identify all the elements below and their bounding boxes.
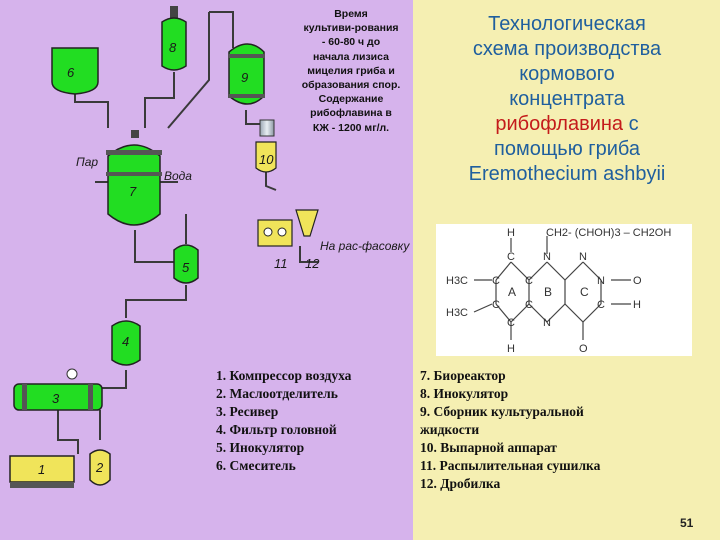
- svg-text:O: O: [633, 275, 642, 287]
- pipes: [57, 11, 318, 454]
- svg-text:N: N: [543, 317, 551, 329]
- unit-2-label: 2: [95, 460, 104, 475]
- unit-6-label: 6: [67, 65, 75, 80]
- unit-8-label: 8: [169, 40, 177, 55]
- vessel-inoculator-5: 5: [173, 244, 199, 284]
- legend-item: 8. Инокулятор: [420, 386, 509, 401]
- riboflavin-structural-formula: CH2- (CHOH)3 – CH2OH H C C C C C C C N N…: [436, 224, 692, 356]
- svg-text:H: H: [633, 299, 641, 311]
- svg-text:C: C: [492, 299, 500, 311]
- unit-1-label: 1: [38, 462, 45, 477]
- vessel-bioreactor-7: 7: [106, 130, 162, 226]
- unit-11-label: 11: [274, 256, 288, 271]
- legend-item: 6. Смеситель: [216, 458, 296, 473]
- legend-item: 7. Биореактор: [420, 368, 506, 383]
- legend-item: жидкости: [420, 422, 480, 437]
- svg-text:C: C: [580, 285, 589, 299]
- svg-text:C: C: [492, 275, 500, 287]
- vessel-filter-4: 4: [111, 320, 141, 366]
- unit-10-label: 10: [259, 152, 274, 167]
- slide-title: Технологическая схема производства кормо…: [468, 13, 666, 185]
- svg-text:C: C: [597, 299, 605, 311]
- vessel-collector-9: 9: [228, 43, 265, 105]
- title-accent: рибофлавина: [495, 113, 624, 135]
- svg-text:N: N: [579, 251, 587, 263]
- legend-item: 12. Дробилка: [420, 476, 501, 491]
- unit-5-label: 5: [182, 260, 190, 275]
- legend-item: 10. Выпарной аппарат: [420, 440, 557, 455]
- svg-text:O: O: [579, 343, 588, 355]
- svg-text:N: N: [543, 251, 551, 263]
- unit-9-label: 9: [241, 70, 248, 85]
- svg-text:C: C: [507, 317, 515, 329]
- legend-item: 1. Компрессор воздуха: [216, 368, 352, 383]
- vessel-mixer-6: 6: [51, 47, 99, 95]
- legend-item: 5. Инокулятор: [216, 440, 305, 455]
- unit-3-label: 3: [52, 391, 60, 406]
- svg-text:H3C: H3C: [446, 307, 468, 319]
- svg-text:C: C: [507, 251, 515, 263]
- legend-item: 11. Распылительная сушилка: [420, 458, 601, 473]
- compressor-1-and-separator-2: 1 2: [9, 449, 111, 488]
- unit-7-label: 7: [129, 184, 137, 199]
- cultivation-note: Время культиви-рования - 60-80 ч до нача…: [301, 8, 401, 134]
- dryer-11-and-crusher-12: 11 12: [257, 209, 320, 271]
- unit-4-label: 4: [122, 334, 129, 349]
- receiver-3: 3: [13, 368, 103, 411]
- svg-text:H: H: [507, 343, 515, 355]
- page-number: 51: [680, 516, 694, 530]
- water-label: Вода: [164, 169, 192, 183]
- legend-item: 9. Сборник культуральной: [420, 404, 584, 419]
- legend-left: 1. Компрессор воздуха 2. Маслоотделитель…: [216, 367, 351, 475]
- legend-item: 2. Маслоотделитель: [216, 386, 338, 401]
- formula-substituent: CH2- (CHOH)3 – CH2OH: [546, 227, 671, 239]
- svg-text:H3C: H3C: [446, 275, 468, 287]
- legend-item: 4. Фильтр головной: [216, 422, 337, 437]
- svg-text:A: A: [508, 285, 516, 299]
- legend-right: 7. Биореактор 8. Инокулятор 9. Сборник к…: [420, 367, 600, 493]
- packing-label: На рас-фасовку: [320, 239, 410, 253]
- svg-text:C: C: [525, 299, 533, 311]
- svg-text:B: B: [544, 285, 552, 299]
- legend-item: 3. Ресивер: [216, 404, 279, 419]
- svg-text:N: N: [597, 275, 605, 287]
- steam-label: Пар: [76, 155, 98, 169]
- vessel-evaporator-10: 10: [255, 119, 277, 173]
- unit-12-label: 12: [305, 256, 320, 271]
- svg-text:H: H: [507, 227, 515, 239]
- svg-text:C: C: [525, 275, 533, 287]
- vessel-inoculator-8: 8: [161, 6, 187, 71]
